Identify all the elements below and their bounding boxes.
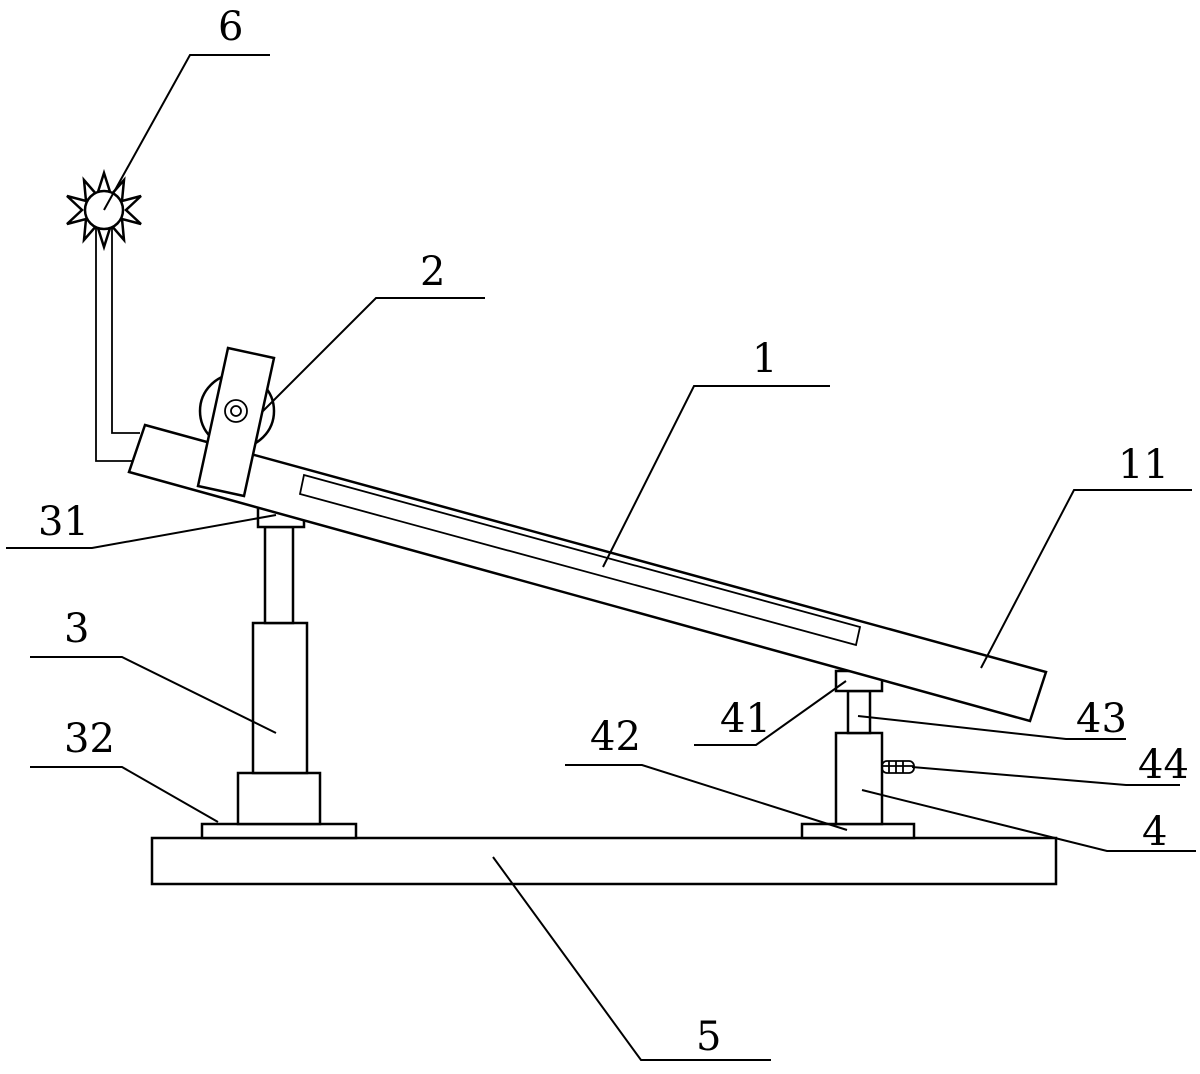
left-foot-plate	[200, 822, 358, 840]
label-1: 1	[752, 336, 777, 382]
left-cylinder	[251, 621, 309, 775]
label-2: 2	[420, 249, 445, 295]
roller-assembly	[196, 346, 276, 498]
light-assembly	[66, 168, 142, 462]
label-11: 11	[1118, 442, 1169, 488]
roller-axle-inner	[230, 405, 242, 417]
right-support	[800, 669, 916, 840]
inclined-panel	[127, 423, 1048, 723]
roller-axle-outer	[224, 399, 248, 423]
pole-outer	[95, 228, 132, 462]
label-42: 42	[590, 714, 641, 760]
label-5: 5	[696, 1014, 721, 1060]
reference-numerals: 6 2 1 11 31 3 32 42 41 43 44 4 5	[38, 4, 1189, 1060]
label-31: 31	[38, 499, 89, 545]
right-spring-knob	[881, 760, 915, 774]
right-piston-rod	[846, 689, 872, 735]
label-44: 44	[1138, 742, 1189, 788]
panel-inner-slot	[298, 473, 862, 647]
leader-lines	[6, 54, 1196, 1061]
label-4: 4	[1142, 809, 1167, 855]
label-32: 32	[64, 716, 115, 762]
label-41: 41	[720, 696, 771, 742]
label-6: 6	[218, 4, 243, 50]
left-foot-block	[236, 771, 322, 826]
pole-inner	[111, 228, 140, 434]
right-foot-plate	[800, 822, 916, 840]
label-43: 43	[1076, 696, 1127, 742]
base-plate	[150, 836, 1058, 886]
left-support	[200, 505, 358, 840]
left-piston-rod	[263, 525, 295, 625]
right-cylinder	[834, 731, 884, 826]
label-3: 3	[64, 606, 89, 652]
